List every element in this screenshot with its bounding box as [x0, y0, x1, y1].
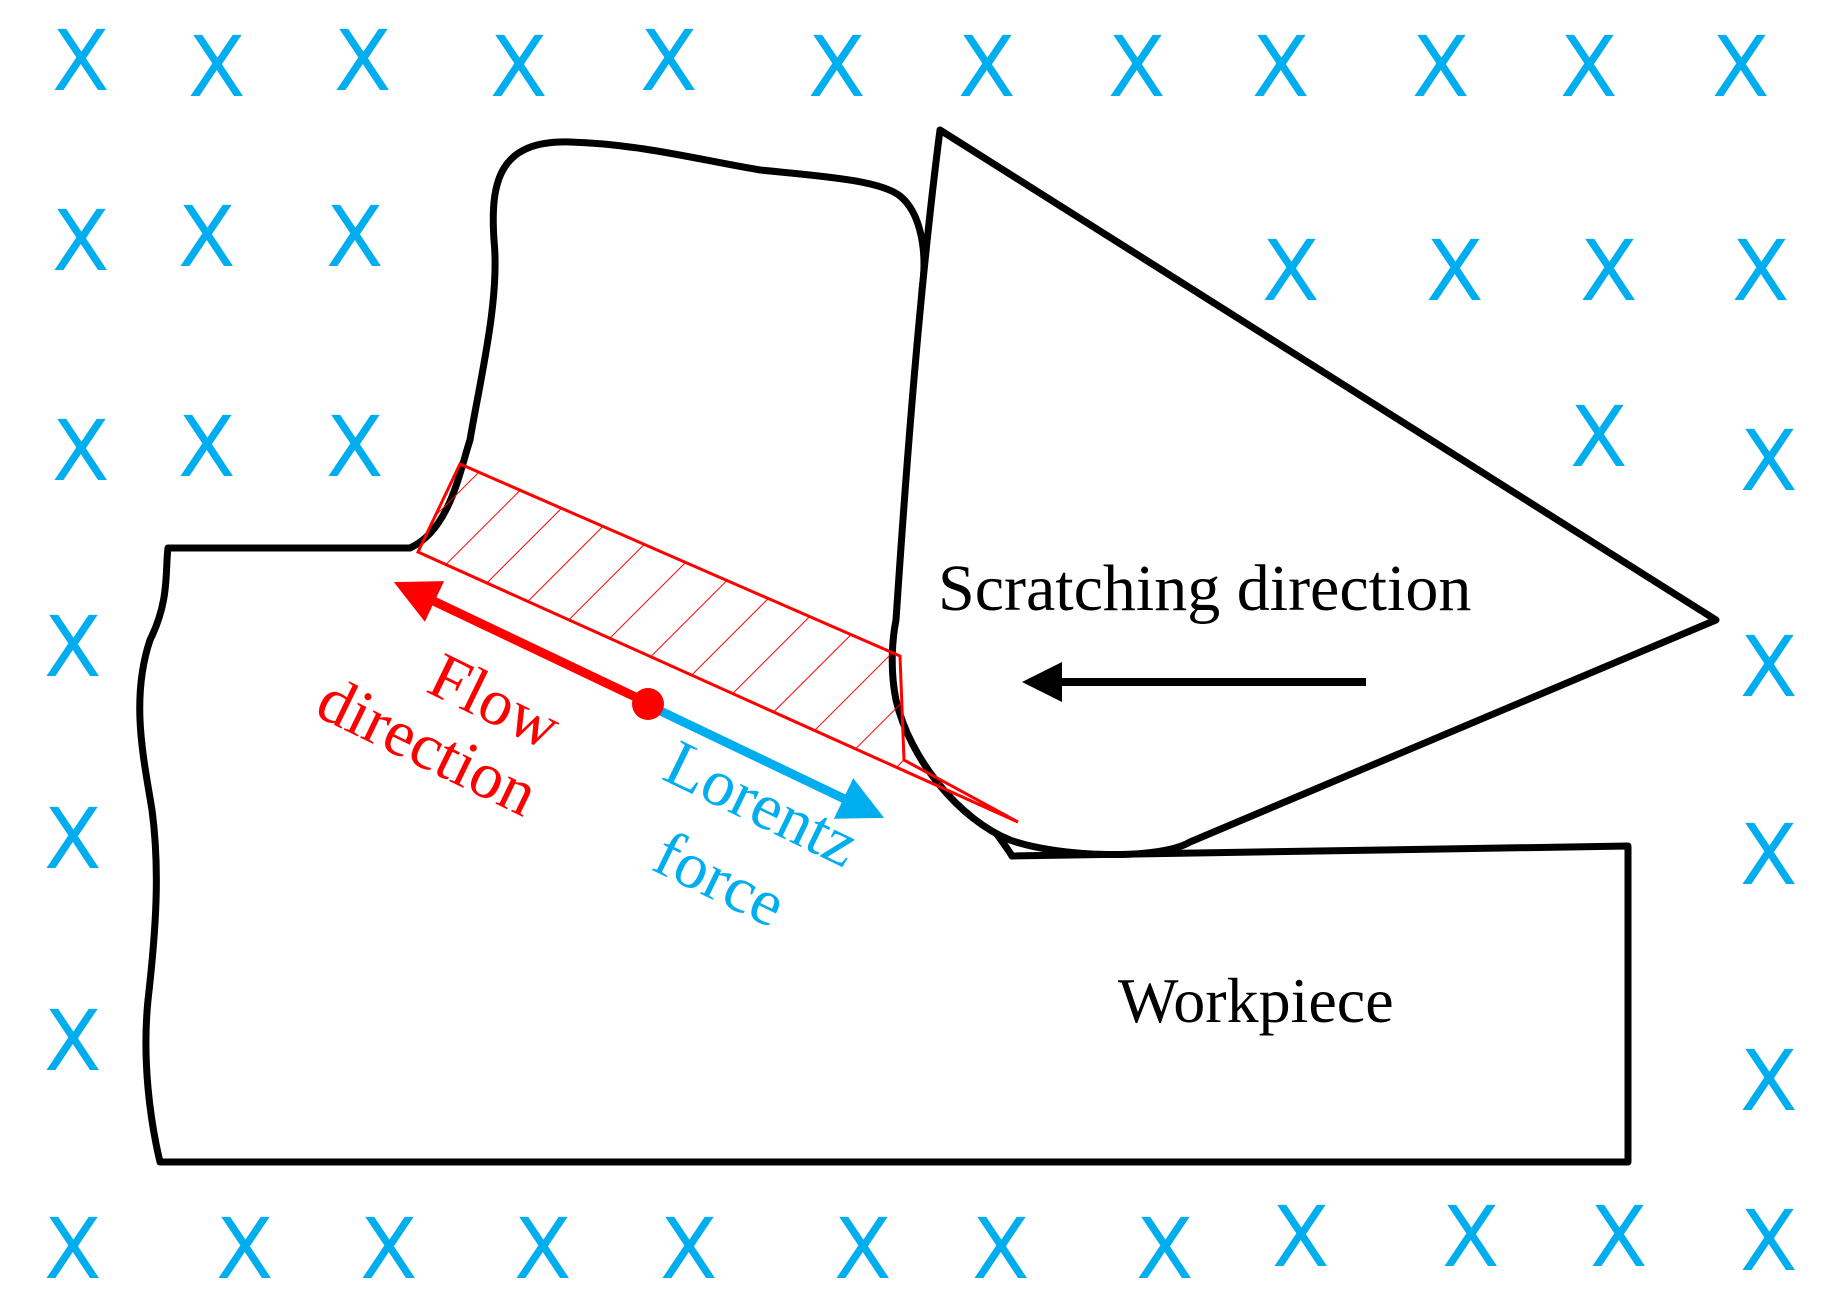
field-marker: X	[1136, 1200, 1194, 1298]
field-marker: X	[808, 18, 866, 116]
field-marker: X	[360, 1200, 418, 1298]
field-marker: X	[1590, 1188, 1648, 1286]
field-marker: X	[178, 188, 236, 286]
field-marker: X	[1262, 222, 1320, 320]
field-marker: X	[640, 12, 698, 110]
field-marker: X	[1740, 1192, 1798, 1290]
field-marker: X	[1272, 1188, 1330, 1286]
field-marker: X	[52, 192, 110, 290]
field-marker: X	[1740, 412, 1798, 510]
field-marker: X	[1712, 18, 1770, 116]
field-marker: X	[1412, 18, 1470, 116]
shear-zone	[415, 462, 1019, 824]
flow-direction-arrow	[393, 581, 648, 707]
field-marker: X	[178, 398, 236, 496]
field-marker: X	[44, 1200, 102, 1298]
field-marker: X	[1740, 806, 1798, 904]
lorentz-force-arrow	[648, 701, 885, 819]
field-marker: X	[52, 402, 110, 500]
field-marker: X	[1740, 1032, 1798, 1130]
field-marker: X	[216, 1200, 274, 1298]
field-marker: X	[660, 1200, 718, 1298]
field-marker: X	[514, 1200, 572, 1298]
field-marker: X	[326, 188, 384, 286]
field-marker: X	[1740, 618, 1798, 716]
field-marker: X	[834, 1200, 892, 1298]
field-marker: X	[44, 598, 102, 696]
field-marker: X	[1570, 388, 1628, 486]
field-marker: X	[1732, 222, 1790, 320]
field-marker: X	[52, 12, 110, 110]
field-marker: X	[1426, 222, 1484, 320]
field-marker: X	[1252, 18, 1310, 116]
field-marker: X	[1580, 222, 1638, 320]
field-marker: X	[1560, 18, 1618, 116]
field-marker: X	[44, 992, 102, 1090]
workpiece-label: Workpiece	[1118, 965, 1394, 1036]
field-marker: X	[490, 18, 548, 116]
magnetic-field-markers: X X X X X X X X X X X X X X X X X X X X …	[44, 12, 1798, 1298]
scratching-direction-label: Scratching direction	[938, 552, 1471, 625]
field-marker: X	[188, 18, 246, 116]
field-marker: X	[1442, 1188, 1500, 1286]
field-marker: X	[326, 398, 384, 496]
force-origin-point	[632, 688, 664, 720]
field-marker: X	[958, 18, 1016, 116]
field-marker: X	[1108, 18, 1166, 116]
field-marker: X	[972, 1200, 1030, 1298]
field-marker: X	[44, 790, 102, 888]
field-marker: X	[334, 12, 392, 110]
